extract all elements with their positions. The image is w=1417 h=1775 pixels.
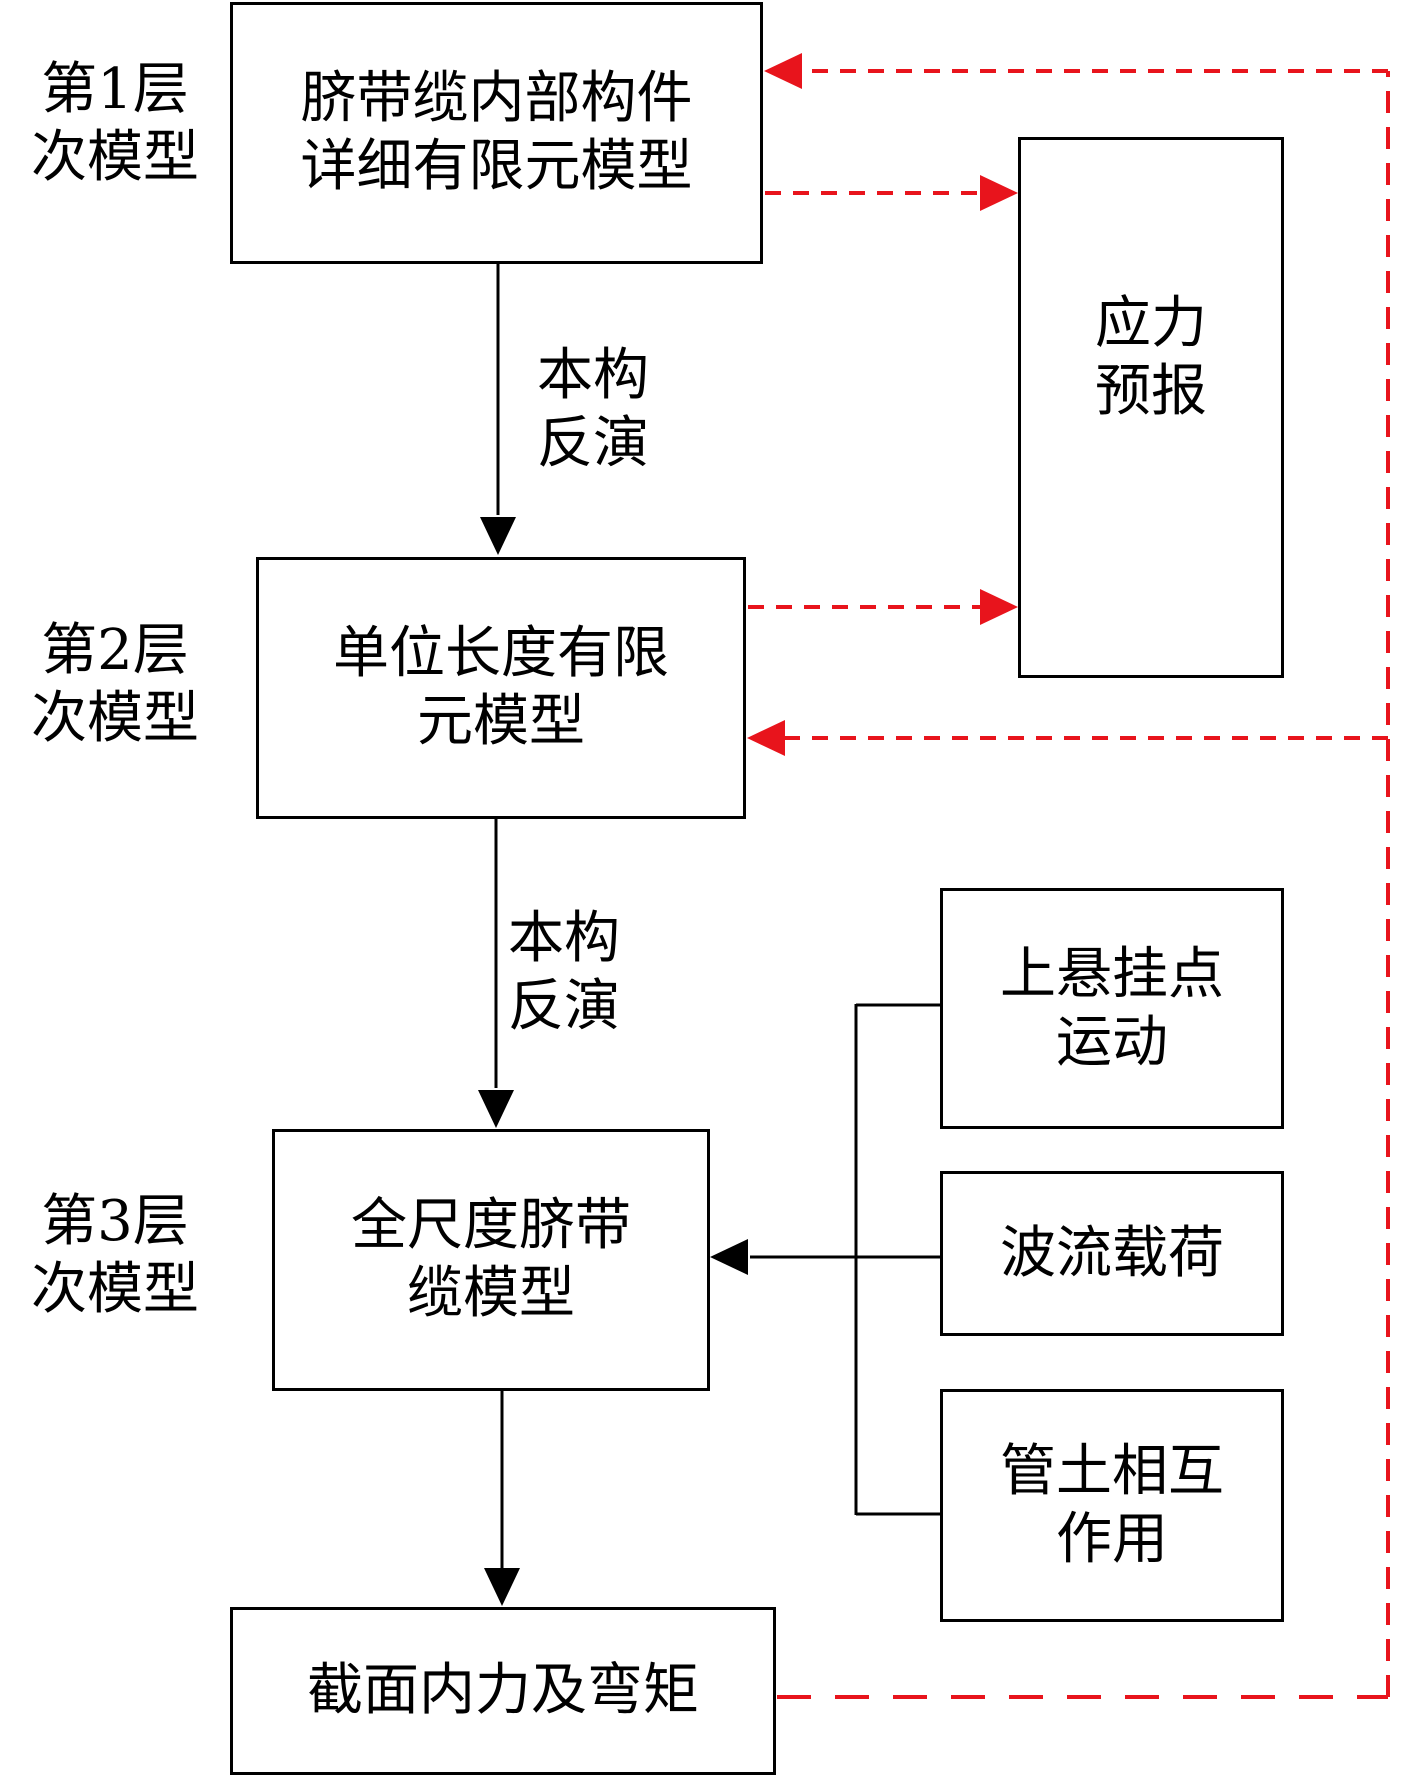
full-scale-model-text: 全尺度脐带 缆模型	[351, 1193, 631, 1326]
inversion-label-2: 本构 反演	[508, 906, 620, 1039]
unit-length-fe-model-text: 单位长度有限 元模型	[333, 621, 669, 754]
unit-length-fe-model-box: 单位长度有限 元模型	[256, 557, 746, 819]
stress-forecast-box: 应力 预报	[1018, 137, 1284, 678]
inversion-label-1: 本构 反演	[537, 343, 649, 476]
arrow-detailed-to-unit	[480, 263, 516, 555]
wave-current-load-text: 波流载荷	[1000, 1220, 1224, 1286]
arrow-full-to-section	[484, 1390, 520, 1606]
hang-off-motion-box: 上悬挂点 运动	[940, 888, 1284, 1129]
stress-forecast-text: 应力 预报	[1095, 290, 1207, 424]
full-scale-model-box: 全尺度脐带 缆模型	[272, 1129, 710, 1391]
arrow-unit-to-full	[478, 818, 514, 1128]
pipe-soil-interaction-text: 管土相互 作用	[1000, 1438, 1224, 1572]
level-3-label: 第3层 次模型	[31, 1189, 199, 1322]
level-1-label: 第1层 次模型	[31, 57, 199, 190]
dashed-unit-to-stress	[748, 589, 1018, 625]
load-collector-lines	[710, 1003, 940, 1516]
pipe-soil-interaction-box: 管土相互 作用	[940, 1389, 1284, 1622]
section-forces-box: 截面内力及弯矩	[230, 1607, 776, 1775]
wave-current-load-box: 波流载荷	[940, 1171, 1284, 1336]
detailed-fe-model-box: 脐带缆内部构件 详细有限元模型	[230, 2, 763, 264]
level-2-label: 第2层 次模型	[31, 618, 199, 751]
dashed-detailed-to-stress	[765, 175, 1018, 211]
detailed-fe-model-text: 脐带缆内部构件 详细有限元模型	[300, 66, 693, 199]
hang-off-motion-text: 上悬挂点 运动	[1000, 941, 1224, 1075]
section-forces-text: 截面内力及弯矩	[307, 1658, 699, 1723]
dashed-section-to-models	[747, 53, 1390, 1699]
